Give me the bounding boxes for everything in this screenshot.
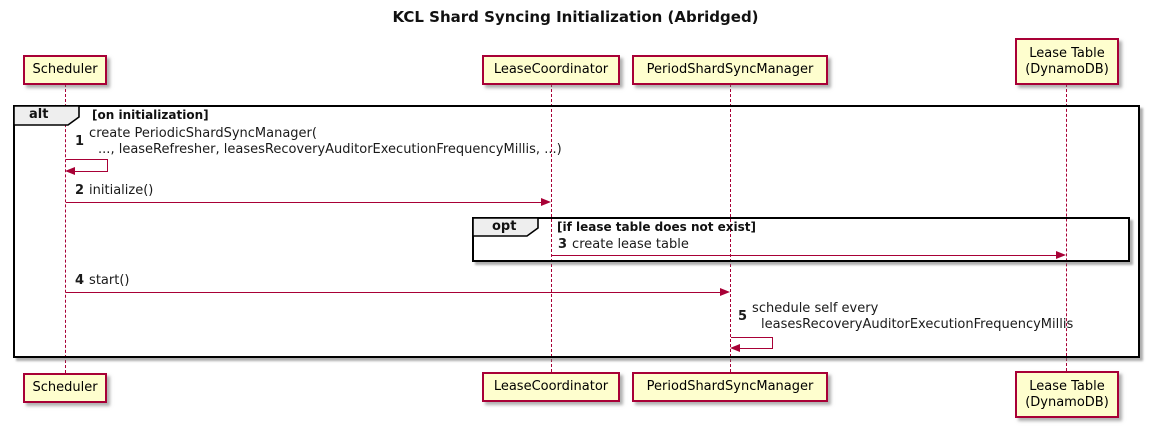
participant-leasecoordinator-top: LeaseCoordinator [482, 55, 620, 85]
participant-label: PeriodShardSyncManager [646, 62, 814, 77]
message-1-self-arrow [72, 171, 107, 173]
message-2-number: 2 [75, 183, 85, 198]
message-2-text: initialize() [89, 183, 154, 198]
message-2-label: 2 initialize() [75, 183, 153, 199]
alt-operator-pentagon [14, 106, 80, 126]
participant-label: LeaseCoordinator [493, 379, 609, 394]
message-5-text-line2: leasesRecoveryAuditorExecutionFrequencyM… [761, 316, 1074, 332]
participant-label: (DynamoDB) [1025, 61, 1109, 77]
message-3-label: 3 create lease table [558, 237, 689, 253]
participant-lease-table-bottom: Lease Table (DynamoDB) [1015, 371, 1119, 418]
participant-periodshardsyncmanager-top: PeriodShardSyncManager [632, 55, 828, 85]
message-5-text-line1: schedule self every [752, 301, 879, 316]
participant-label: Scheduler [32, 380, 98, 395]
arrowhead [720, 287, 730, 296]
alt-condition: [on initialization] [92, 108, 209, 122]
opt-condition: [if lease table does not exist] [557, 220, 757, 234]
participant-label: (DynamoDB) [1025, 394, 1109, 410]
message-5-self-arrow [771, 337, 773, 349]
lifeline-lease-table [1066, 84, 1067, 371]
arrowhead [65, 167, 75, 176]
alt-frame [13, 105, 1140, 358]
participant-label: PeriodShardSyncManager [646, 379, 814, 394]
message-3-text: create lease table [572, 237, 689, 252]
opt-operator-pentagon [473, 218, 539, 237]
participant-label: LeaseCoordinator [493, 62, 609, 77]
participant-label: Lease Table [1029, 378, 1105, 394]
participant-scheduler-bottom: Scheduler [23, 373, 107, 403]
message-3-number: 3 [558, 237, 568, 252]
arrowhead [541, 197, 551, 206]
participant-lease-table-top: Lease Table (DynamoDB) [1015, 38, 1119, 85]
participant-periodshardsyncmanager-bottom: PeriodShardSyncManager [632, 372, 828, 402]
message-4-arrow [66, 291, 721, 293]
message-1-label: 1 create PeriodicShardSyncManager( ..., … [75, 126, 562, 157]
opt-operator-label: opt [492, 219, 517, 234]
alt-operator-label: alt [29, 107, 49, 122]
participant-label: Scheduler [32, 62, 98, 77]
message-5-self-arrow [737, 348, 772, 350]
message-1-number: 1 [75, 133, 85, 149]
lifeline-scheduler [65, 84, 66, 373]
message-4-number: 4 [75, 273, 85, 288]
message-4-label: 4 start() [75, 273, 129, 289]
message-1-self-arrow [66, 159, 108, 161]
message-3-arrow [552, 254, 1057, 256]
message-1-text-line1: create PeriodicShardSyncManager( [89, 126, 317, 141]
message-5-label: 5 schedule self every leasesRecoveryAudi… [738, 301, 1073, 332]
participant-label: Lease Table [1029, 45, 1105, 61]
arrowhead [730, 344, 740, 353]
message-1-self-arrow [106, 159, 108, 172]
message-4-text: start() [89, 273, 130, 288]
opt-frame [472, 217, 1130, 262]
message-5-number: 5 [738, 308, 748, 324]
arrowhead [1056, 250, 1066, 259]
lifeline-leasecoordinator [551, 84, 552, 372]
diagram-title: KCL Shard Syncing Initialization (Abridg… [392, 8, 759, 26]
message-1-text-line2: ..., leaseRefresher, leasesRecoveryAudit… [98, 141, 562, 157]
message-5-self-arrow [731, 337, 773, 339]
lifeline-periodshardsyncmanager [730, 84, 731, 372]
participant-scheduler-top: Scheduler [23, 55, 107, 85]
participant-leasecoordinator-bottom: LeaseCoordinator [482, 372, 620, 402]
message-2-arrow [66, 201, 543, 203]
